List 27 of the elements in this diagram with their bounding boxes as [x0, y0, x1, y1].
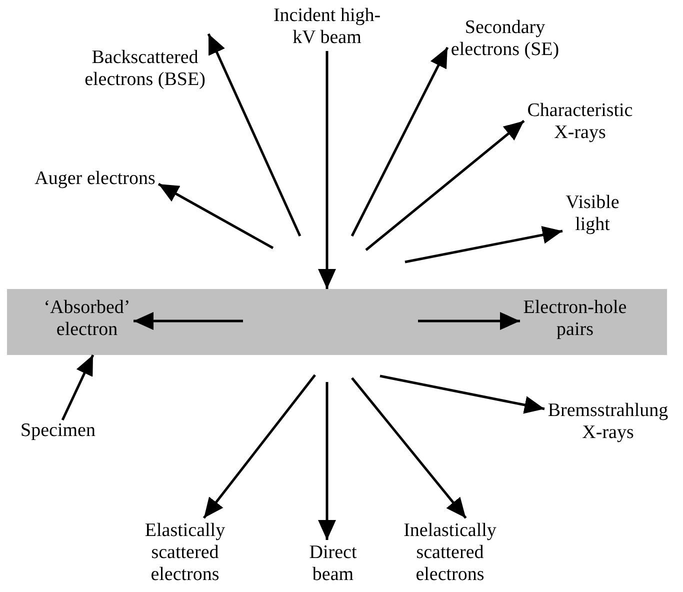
arrow	[351, 377, 467, 519]
node-label: Electron-hole pairs	[522, 297, 628, 341]
node-label: Direct beam	[308, 542, 358, 586]
arrow	[380, 374, 545, 414]
arrow	[61, 354, 94, 421]
arrow	[350, 46, 449, 237]
arrow	[365, 120, 525, 251]
node-label: Backscattered electrons (BSE)	[84, 47, 206, 91]
arrow	[202, 374, 316, 519]
node-label: Elastically scattered electrons	[144, 520, 226, 586]
arrow	[318, 51, 336, 289]
node-label: Visible light	[564, 192, 620, 236]
arrow	[404, 226, 563, 264]
node-label: Specimen	[20, 420, 96, 442]
arrow	[418, 312, 520, 330]
node-label: Inelastically scattered electrons	[402, 520, 498, 586]
specimen-band	[7, 289, 667, 355]
node-label: Bremsstrahlung X-rays	[546, 400, 670, 444]
arrow	[134, 312, 243, 330]
node-label: Auger electrons	[34, 168, 156, 190]
arrow	[207, 33, 302, 237]
arrow	[318, 382, 336, 540]
node-label: Incident high-kV beam	[272, 5, 382, 49]
arrow	[158, 182, 274, 250]
node-label: Characteristic X-rays	[526, 100, 634, 144]
node-label: Secondary electrons (SE)	[450, 17, 560, 61]
node-label: ‘Absorbed’ electron	[42, 297, 132, 341]
